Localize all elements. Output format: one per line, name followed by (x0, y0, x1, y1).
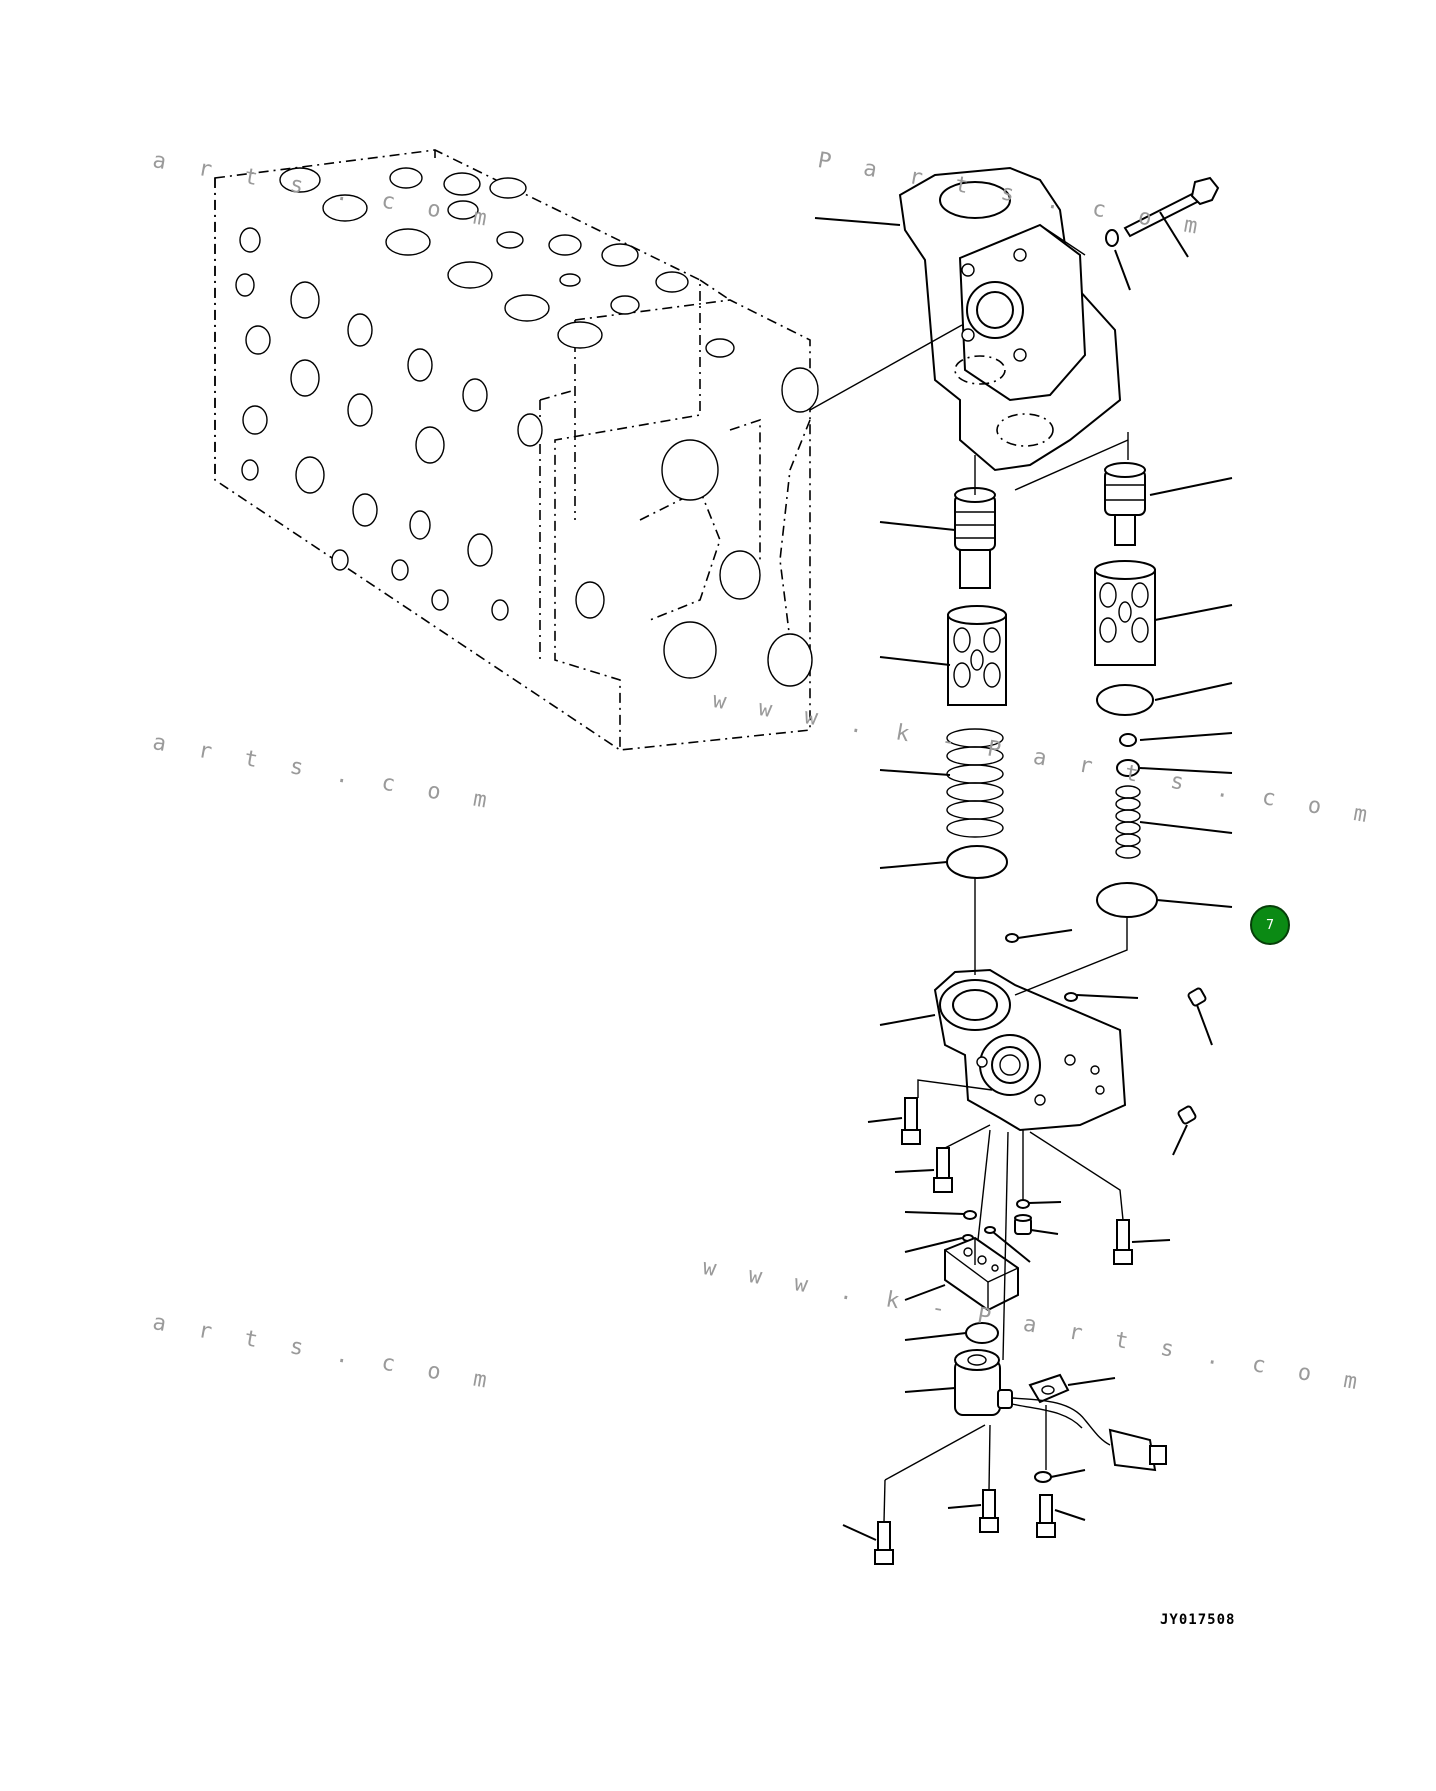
solenoid-bolt-1 (979, 1489, 999, 1533)
o-ring-small-3 (1016, 1199, 1030, 1209)
solenoid-bolt-3 (874, 1521, 894, 1565)
small-ring-right (1119, 733, 1137, 747)
sleeve-right (1094, 560, 1156, 666)
o-ring-small-4 (963, 1210, 977, 1220)
spool-left (954, 487, 996, 589)
leader-lines (809, 211, 1233, 1541)
o-ring-left (946, 845, 1008, 879)
washer-lower (1034, 1471, 1052, 1483)
callout-badge[interactable]: 7 (1250, 905, 1290, 945)
spool-right (1104, 462, 1146, 546)
o-ring-small-6 (984, 1226, 996, 1234)
washer (1105, 229, 1119, 247)
plug-small (1014, 1214, 1032, 1235)
valve-housing (898, 166, 1122, 472)
o-ring-small-1 (1005, 933, 1019, 943)
cover-bolt-right (1113, 1219, 1133, 1265)
o-ring-right-upper (1096, 684, 1154, 716)
cover-bolt-mid (933, 1147, 953, 1193)
adapter-block (944, 1236, 1019, 1312)
cover-block (933, 968, 1127, 1132)
solenoid-valve (954, 1349, 1167, 1472)
spring-seat-right (1116, 759, 1140, 777)
cover-bolt-left (901, 1097, 921, 1145)
sleeve-left (947, 605, 1007, 706)
control-valve-block (214, 149, 819, 752)
plug-upper (1187, 987, 1207, 1007)
solenoid-bolt-2 (1036, 1494, 1056, 1538)
o-ring-small-2 (1064, 992, 1078, 1002)
plug-lower (1177, 1105, 1197, 1125)
o-ring-right-lower (1096, 882, 1158, 918)
housing-bolt (1123, 176, 1220, 238)
spring-right (1115, 785, 1141, 859)
drawing-code: JY017508 (1160, 1612, 1236, 1628)
